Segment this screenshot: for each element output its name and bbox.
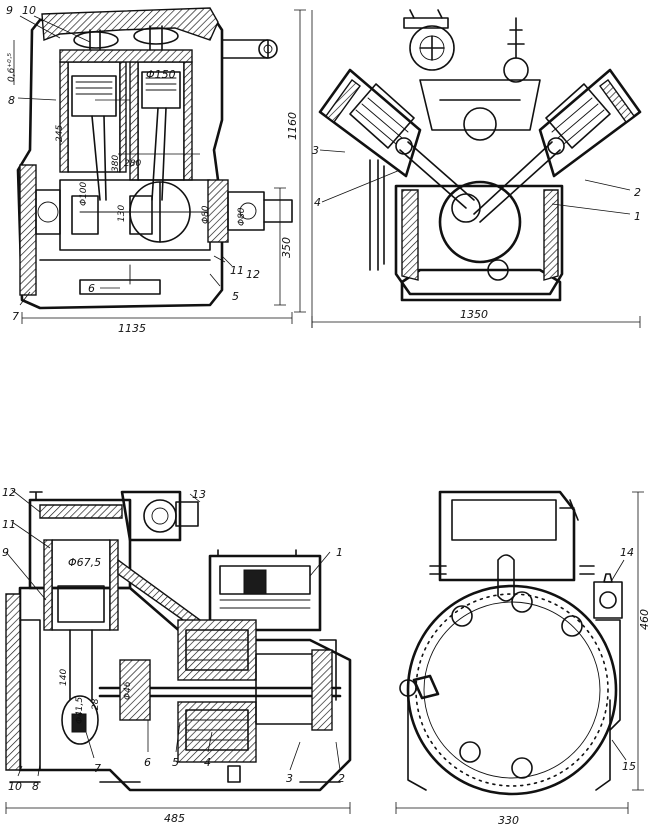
bottom-right-callouts: 14 15 330 460 [498,546,651,827]
dim-height-1160: 1160 [286,112,299,140]
callout-3: 3 [312,144,319,157]
callout-5: 5 [232,290,239,303]
dim-length-1135: 1135 [118,322,146,335]
callout-2-b: 2 [338,772,345,785]
dim-280: 280 [124,159,141,169]
callout-11-b: 11 [2,518,16,531]
top-left-callouts: 9 10 8 7 6 5 11 12 1135 350 Φ150 Φ100 Φ8… [6,4,293,335]
compressor-cross-section-v [294,9,642,328]
dim-width-330: 330 [498,814,519,827]
top-right-callouts: 3 4 2 1 1350 1160 [286,112,641,321]
callout-4: 4 [314,196,321,209]
callout-8: 8 [8,94,15,107]
dim-28: 28 [91,698,101,710]
bottom-left-callouts: 12 13 11 9 1 10 8 7 6 5 4 3 2 485 Φ67,5 … [2,486,345,825]
dim-clearance: 0,6⁺⁰·⁵ [7,52,17,82]
dim-130: 130 [117,205,127,222]
hermetic-compressor-section [5,489,352,814]
callout-3-b: 3 [286,772,293,785]
hermetic-compressor-side-view [395,490,644,814]
callout-12-b: 12 [2,486,16,499]
dim-crank-bore-100: Φ100 [79,181,89,206]
dim-41-5: Φ41,5 [75,697,85,724]
dim-bore-150: Φ150 [146,68,176,81]
callout-1-b: 1 [336,546,343,559]
callout-6: 6 [88,282,95,295]
compressor-longitudinal-section [13,7,293,324]
callout-7: 7 [12,310,19,323]
dim-shaft-80-b: Φ80 [237,207,247,226]
callout-11: 11 [230,264,244,277]
callout-14: 14 [620,546,634,559]
callout-1: 1 [634,210,641,223]
callout-9-b: 9 [2,546,9,559]
dim-width-1350: 1350 [460,308,488,321]
callout-8-b: 8 [32,780,39,793]
callout-15: 15 [622,760,636,773]
callout-6-b: 6 [144,756,151,769]
callout-10-b: 10 [8,780,22,793]
dim-length-485: 485 [164,812,185,825]
dim-shaft-80-a: Φ80 [201,205,211,224]
dim-height-460: 460 [638,609,651,630]
callout-7-b: 7 [94,762,101,775]
callout-5-b: 5 [172,756,179,769]
dim-380: 380 [111,155,121,172]
callout-9: 9 [6,4,13,17]
callout-12: 12 [246,268,260,281]
dim-46: Φ46 [123,681,133,700]
callout-13: 13 [192,488,206,501]
dim-height-350: 350 [280,237,293,258]
dim-245: 245 [55,125,65,142]
callout-2: 2 [634,186,641,199]
dim-bore-67-5: Φ67,5 [68,556,101,569]
dim-140: 140 [59,669,69,686]
callout-10: 10 [22,4,36,17]
callout-4-b: 4 [204,756,211,769]
